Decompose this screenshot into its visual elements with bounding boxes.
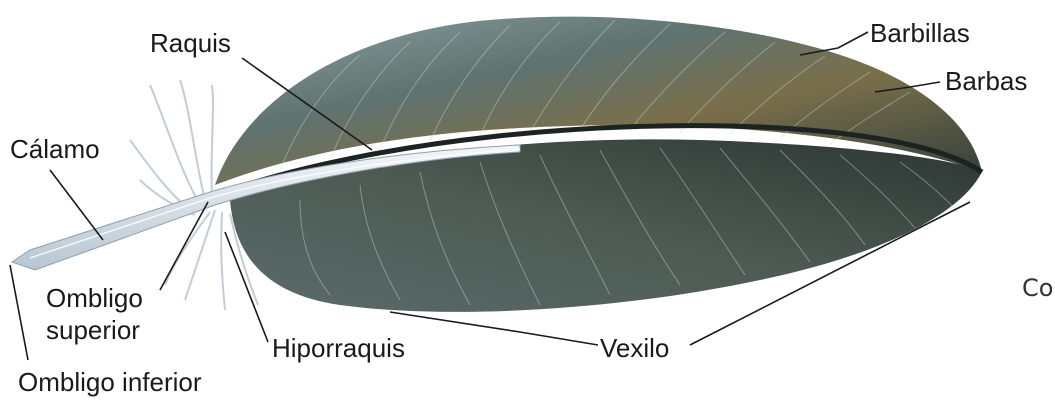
leader-ombligo-inferior xyxy=(10,265,28,360)
cropped-text: Co xyxy=(1022,274,1053,302)
label-ombligo-superior-line1: Ombligo xyxy=(46,283,143,313)
label-barbillas: Barbillas xyxy=(870,18,970,48)
feather-illustration xyxy=(12,17,982,312)
leader-vexilo-lower xyxy=(390,312,598,345)
label-vexilo: Vexilo xyxy=(600,333,669,363)
label-raquis: Raquis xyxy=(150,28,231,58)
label-calamo: Cálamo xyxy=(10,134,100,164)
leader-calamo xyxy=(50,170,103,240)
label-barbas: Barbas xyxy=(945,66,1027,96)
label-hiporraquis: Hiporraquis xyxy=(272,333,405,363)
label-ombligo-inferior: Ombligo inferior xyxy=(18,367,202,397)
label-ombligo-superior-line2: superior xyxy=(46,315,140,345)
